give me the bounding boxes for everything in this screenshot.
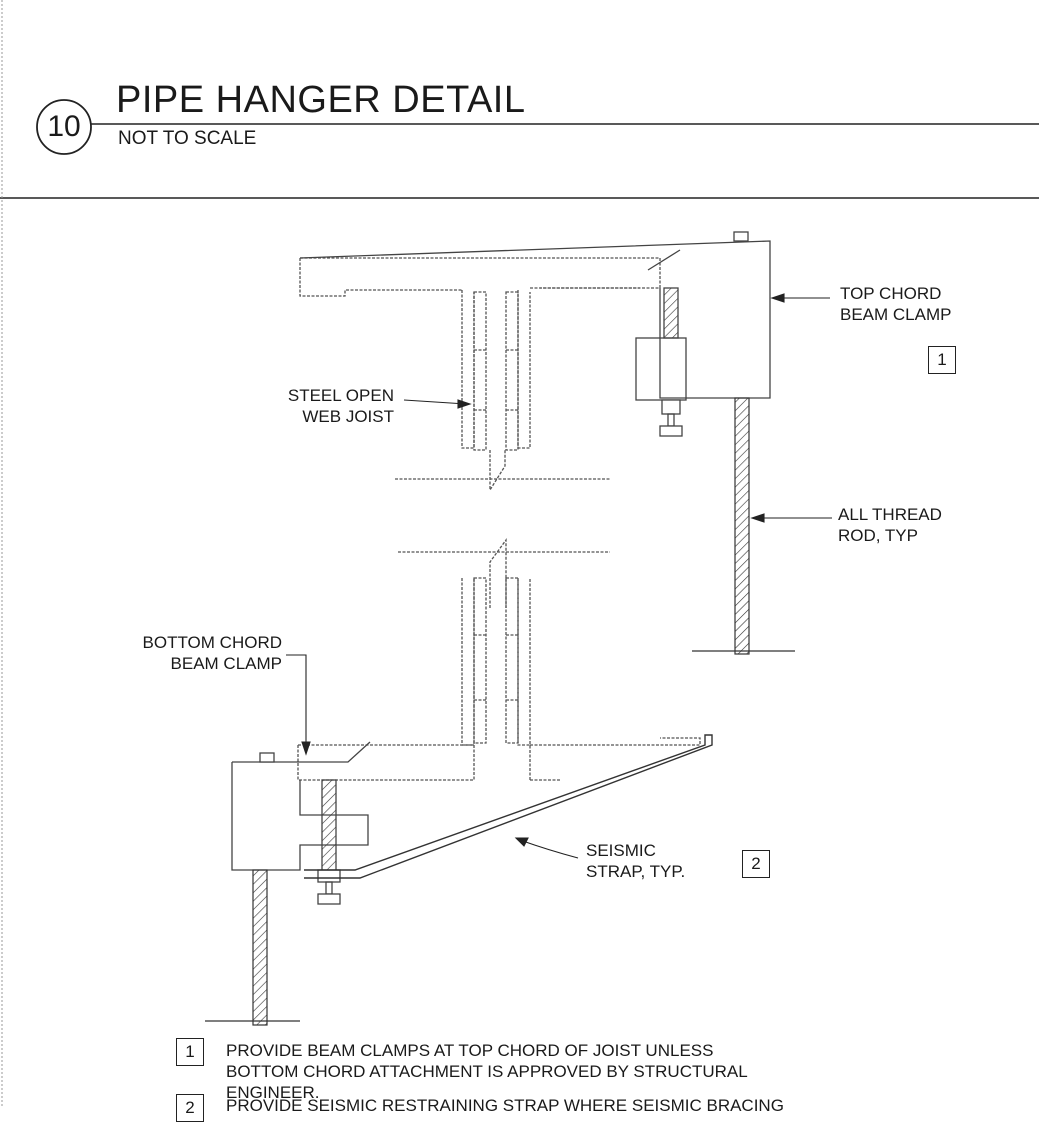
note-line: ENGINEER. [226, 1083, 320, 1102]
leaders [286, 293, 832, 859]
label-seismic-strap: SEISMIC STRAP, TYP. [586, 840, 685, 882]
scale-note: NOT TO SCALE [118, 128, 257, 149]
label-line: WEB JOIST [302, 407, 394, 426]
detail-number: 10 [47, 110, 81, 143]
label-line: ALL THREAD [838, 505, 942, 524]
label-line: BOTTOM CHORD [142, 633, 282, 652]
note-line: BOTTOM CHORD ATTACHMENT IS APPROVED BY S… [226, 1062, 748, 1081]
label-steel-joist: STEEL OPEN WEB JOIST [254, 385, 394, 427]
detail-title: PIPE HANGER DETAIL [116, 79, 526, 121]
note-line: PROVIDE BEAM CLAMPS AT TOP CHORD OF JOIS… [226, 1041, 714, 1060]
bottom-chord-beam-clamp [231, 741, 371, 905]
top-joist-chord [299, 257, 661, 493]
label-line: STRAP, TYP. [586, 862, 686, 881]
label-all-thread-rod: ALL THREAD ROD, TYP [838, 504, 942, 546]
label-line: SEISMIC [586, 841, 656, 860]
label-line: ROD, TYP [838, 526, 918, 545]
label-line: TOP CHORD [840, 284, 942, 303]
top-chord-beam-clamp [299, 231, 771, 437]
tag-box-2: 2 [742, 850, 770, 878]
all-thread-rod-top [692, 397, 795, 655]
note-2-number: 2 [176, 1094, 204, 1122]
all-thread-rod-bottom [205, 869, 300, 1026]
label-line: BEAM CLAMP [840, 305, 952, 324]
bottom-joist-chord [297, 538, 701, 781]
note-1-number: 1 [176, 1038, 204, 1066]
note-1-text: PROVIDE BEAM CLAMPS AT TOP CHORD OF JOIS… [226, 1040, 748, 1103]
label-line: BEAM CLAMP [170, 654, 282, 673]
label-line: STEEL OPEN [287, 386, 394, 405]
label-top-chord-clamp: TOP CHORD BEAM CLAMP [840, 283, 951, 325]
label-bottom-chord-clamp: BOTTOM CHORD BEAM CLAMP [100, 632, 282, 674]
seismic-strap [304, 734, 713, 879]
detail-callout-circle [36, 99, 92, 155]
tag-box-1: 1 [928, 346, 956, 374]
